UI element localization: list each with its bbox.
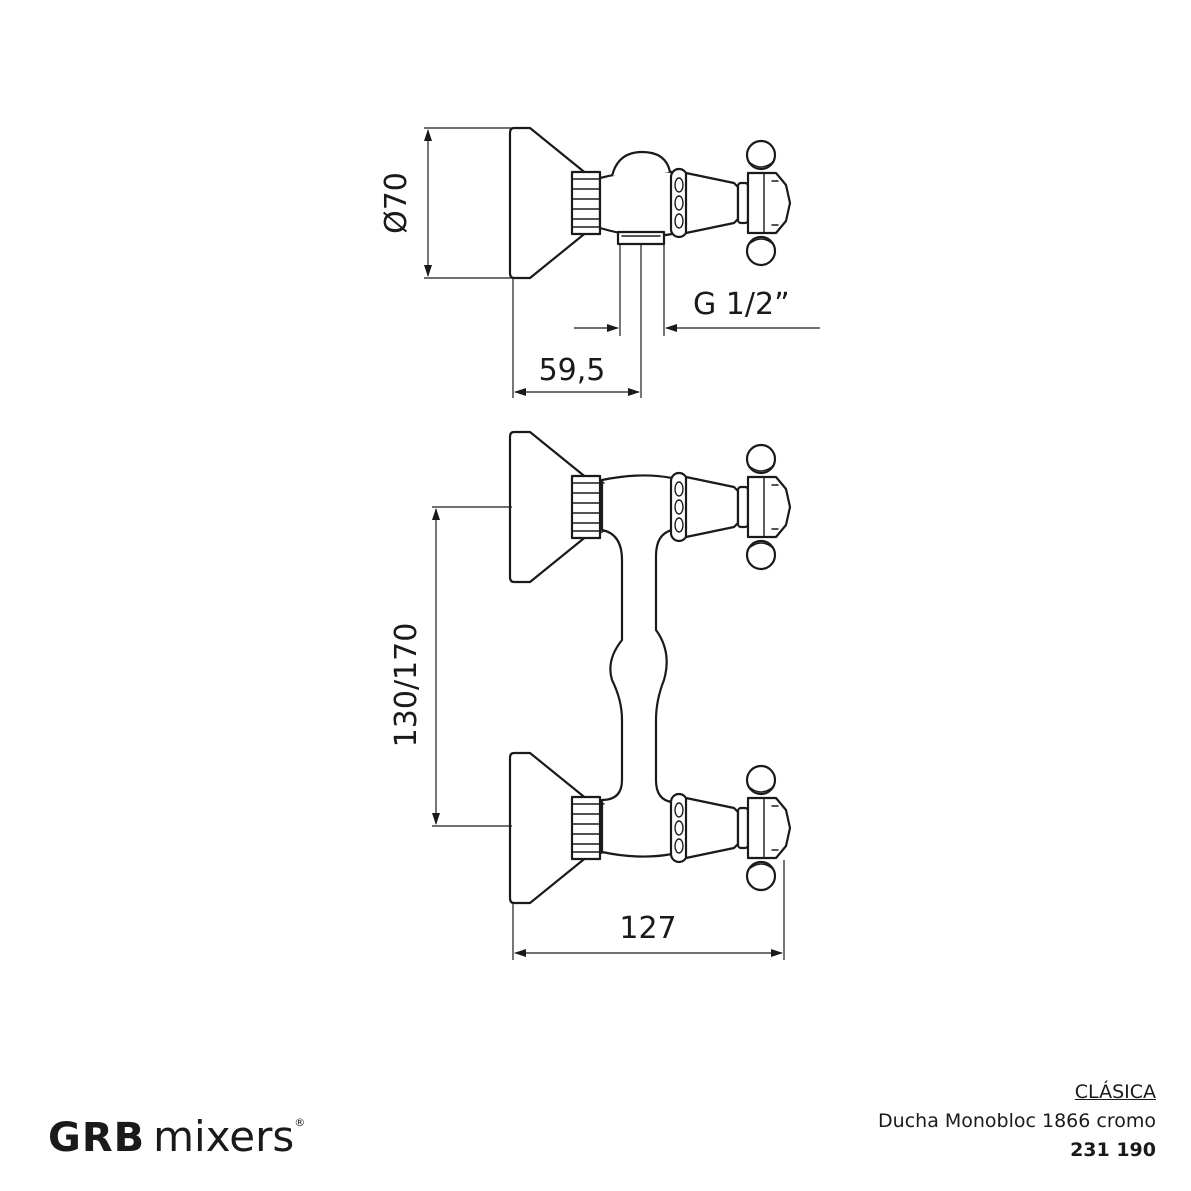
centers-dimension: 130/170 xyxy=(389,506,512,827)
title-block: CLÁSICA Ducha Monobloc 1866 cromo 231 19… xyxy=(878,1078,1156,1165)
thread-dimension: G 1/2” xyxy=(574,244,820,336)
logo-word: mixers xyxy=(153,1112,295,1161)
diameter-dimension: Ø70 xyxy=(379,127,512,279)
series-name: CLÁSICA xyxy=(1074,1081,1156,1103)
logo-registered-mark: ® xyxy=(294,1116,306,1129)
centers-label: 130/170 xyxy=(389,623,424,748)
diameter-label: Ø70 xyxy=(379,172,414,234)
product-code: 231 190 xyxy=(1070,1139,1156,1161)
logo-brand: GRB xyxy=(48,1115,146,1161)
depth-dimension: 59,5 xyxy=(512,244,642,398)
side-view xyxy=(508,126,792,280)
width-label: 127 xyxy=(619,911,676,946)
front-view xyxy=(508,430,792,905)
depth-label: 59,5 xyxy=(539,353,606,388)
thread-label: G 1/2” xyxy=(693,287,790,322)
product-name: Ducha Monobloc 1866 cromo xyxy=(878,1110,1156,1132)
width-dimension: 127 xyxy=(512,860,785,960)
